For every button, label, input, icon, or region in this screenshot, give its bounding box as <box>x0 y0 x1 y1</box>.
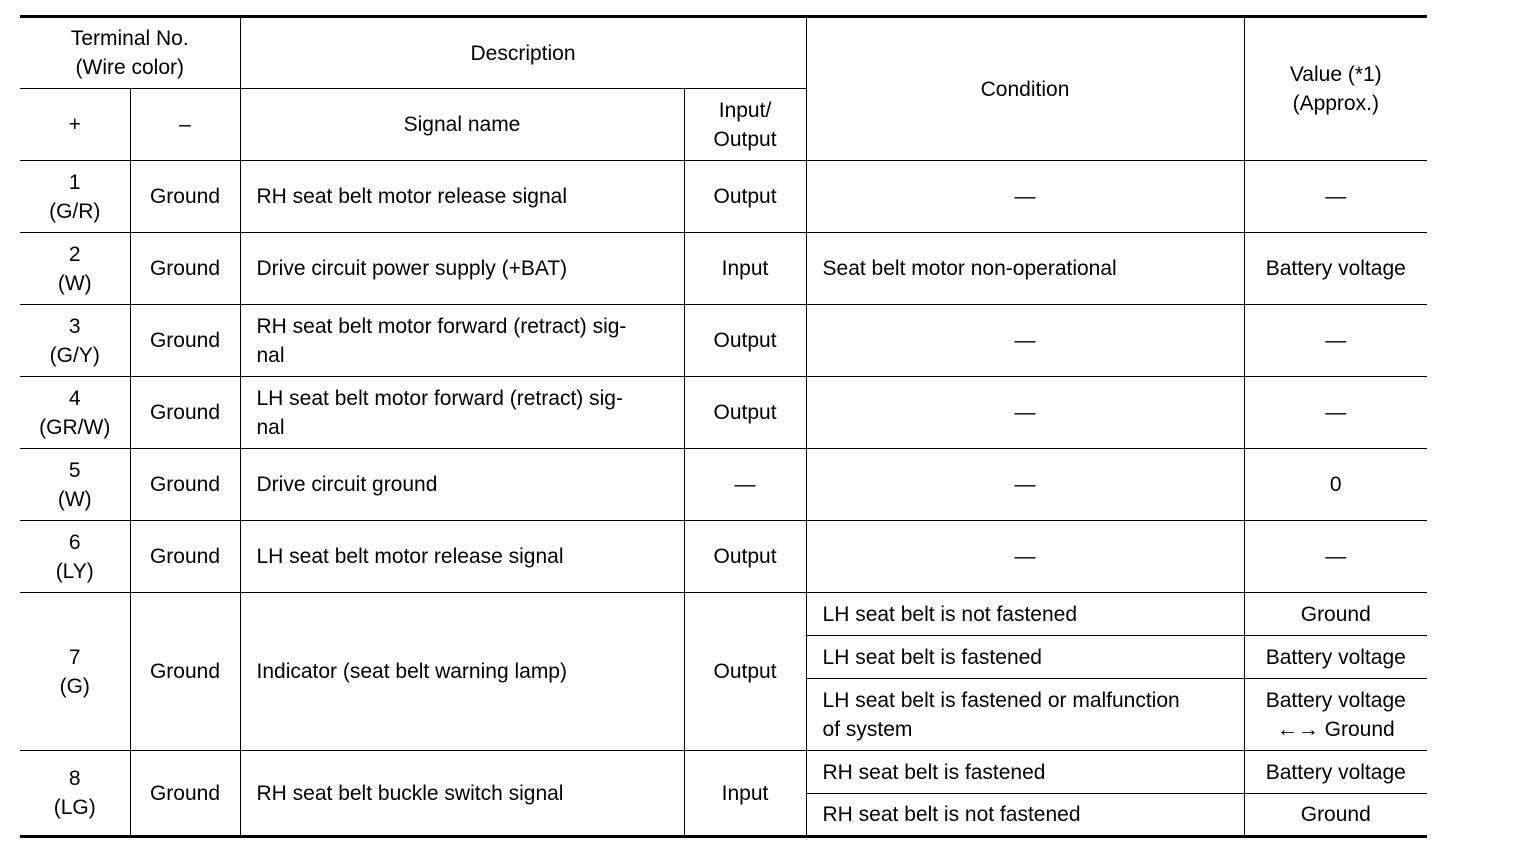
input-output: Output <box>683 592 807 751</box>
table-row: 5 (W) Ground Drive circuit ground — — 0 <box>20 448 1428 521</box>
value: — <box>1243 376 1428 449</box>
input-output: Input <box>683 232 807 305</box>
value: — <box>1243 520 1428 593</box>
condition: RH seat belt is fastened <box>805 750 1245 794</box>
table-subrow: LH seat belt is fastened Battery voltage <box>20 635 1428 679</box>
negative-terminal: Ground <box>129 750 241 838</box>
signal-name: RH seat belt motor release signal <box>239 160 685 233</box>
header-value: Value (*1) (Approx.) <box>1243 15 1428 161</box>
terminal-spec-table: Terminal No. (Wire color) Description Co… <box>20 15 1428 838</box>
condition: — <box>805 448 1245 521</box>
terminal-number: 6 (LY) <box>20 520 131 593</box>
value: Ground <box>1243 592 1428 636</box>
table-row: 4 (GR/W) Ground LH seat belt motor forwa… <box>20 376 1428 449</box>
header-signal-name: Signal name <box>239 88 685 161</box>
terminal-number: 5 (W) <box>20 448 131 521</box>
input-output: Output <box>683 160 807 233</box>
value: Battery voltage <box>1243 635 1428 679</box>
condition: — <box>805 304 1245 377</box>
value: Battery voltage ←→ Ground <box>1243 678 1428 751</box>
terminal-number: 8 (LG) <box>20 750 131 838</box>
header-plus: + <box>20 88 131 161</box>
signal-name: LH seat belt motor release signal <box>239 520 685 593</box>
signal-name: RH seat belt buckle switch signal <box>239 750 685 838</box>
header-condition: Condition <box>805 15 1245 161</box>
condition: — <box>805 376 1245 449</box>
table-row: 3 (G/Y) Ground RH seat belt motor forwar… <box>20 304 1428 377</box>
negative-terminal: Ground <box>129 448 241 521</box>
value: Battery voltage <box>1243 232 1428 305</box>
input-output: Input <box>683 750 807 838</box>
terminal-number: 2 (W) <box>20 232 131 305</box>
signal-name: Drive circuit ground <box>239 448 685 521</box>
table-row: 6 (LY) Ground LH seat belt motor release… <box>20 520 1428 593</box>
condition: — <box>805 160 1245 233</box>
table-row: 8 (LG) Ground RH seat belt buckle switch… <box>20 750 1428 838</box>
terminal-number: 4 (GR/W) <box>20 376 131 449</box>
condition: LH seat belt is fastened or malfunction … <box>806 678 1245 751</box>
condition: — <box>805 520 1245 593</box>
header-input-output: Input/ Output <box>683 88 807 161</box>
negative-terminal: Ground <box>129 160 241 233</box>
negative-terminal: Ground <box>129 232 241 305</box>
condition: Seat belt motor non-operational <box>805 232 1245 305</box>
terminal-number: 7 (G) <box>20 592 131 751</box>
signal-name: Drive circuit power supply (+BAT) <box>239 232 685 305</box>
table-subrow: RH seat belt is not fastened Ground <box>20 793 1428 838</box>
negative-terminal: Ground <box>129 592 241 751</box>
value: — <box>1243 304 1428 377</box>
signal-name: Indicator (seat belt warning lamp) <box>239 592 685 751</box>
negative-terminal: Ground <box>129 520 241 593</box>
table-subrow: LH seat belt is fastened or malfunction … <box>20 678 1428 751</box>
condition: LH seat belt is fastened <box>806 635 1245 679</box>
condition: LH seat belt is not fastened <box>805 592 1245 636</box>
negative-terminal: Ground <box>129 304 241 377</box>
value: Ground <box>1243 793 1428 838</box>
negative-terminal: Ground <box>129 376 241 449</box>
condition: RH seat belt is not fastened <box>806 793 1245 838</box>
table-row: 1 (G/R) Ground RH seat belt motor releas… <box>20 160 1428 233</box>
table-row: 7 (G) Ground Indicator (seat belt warnin… <box>20 592 1428 751</box>
input-output: — <box>683 448 807 521</box>
value: 0 <box>1243 448 1428 521</box>
signal-name: RH seat belt motor forward (retract) sig… <box>239 304 685 377</box>
terminal-number: 3 (G/Y) <box>20 304 131 377</box>
input-output: Output <box>683 304 807 377</box>
header-terminal: Terminal No. (Wire color) <box>20 15 241 89</box>
value: Battery voltage <box>1243 750 1428 794</box>
terminal-number: 1 (G/R) <box>20 160 131 233</box>
input-output: Output <box>683 520 807 593</box>
value: — <box>1243 160 1428 233</box>
header-minus: – <box>129 88 241 161</box>
header-description: Description <box>239 15 807 89</box>
signal-name: LH seat belt motor forward (retract) sig… <box>239 376 685 449</box>
table-row: 2 (W) Ground Drive circuit power supply … <box>20 232 1428 305</box>
input-output: Output <box>683 376 807 449</box>
